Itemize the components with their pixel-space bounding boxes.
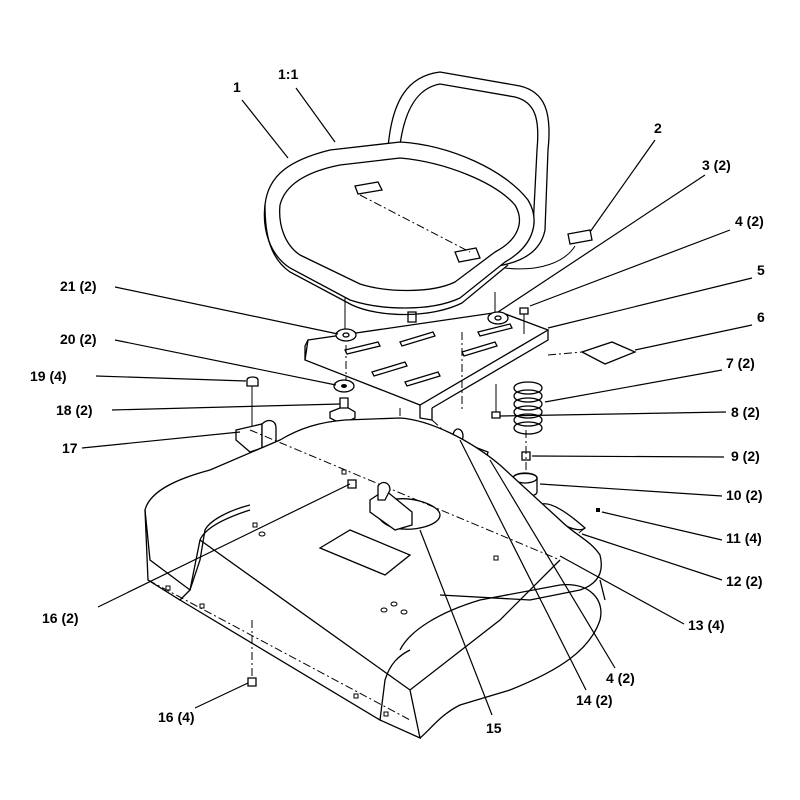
callout-5: 5 [757,262,765,278]
callout-16-upper: 16 (2) [42,610,79,626]
callout-15: 15 [486,720,502,736]
callout-14: 14 (2) [576,692,613,708]
callout-1-1: 1:1 [278,66,299,82]
callout-11: 11 (4) [726,530,762,546]
callout-19: 19 (4) [30,368,67,384]
callout-9: 9 (2) [731,448,760,464]
callout-4-lower: 4 (2) [606,670,635,686]
callout-12: 12 (2) [726,573,763,589]
callout-6: 6 [757,309,765,325]
spring-assembly [491,341,637,557]
callout-13: 13 (4) [688,617,725,633]
seat [263,71,593,330]
callout-8: 8 (2) [731,404,760,420]
callout-7: 7 (2) [726,355,755,371]
leader-lines [81,87,753,716]
callout-17: 17 [62,440,78,456]
callout-4-upper: 4 (2) [735,213,764,229]
seat-plate [304,307,550,500]
callout-1: 1 [233,79,241,95]
callout-16-lower: 16 (4) [158,709,195,725]
callout-10: 10 (2) [726,487,763,503]
callout-21: 21 (2) [60,278,97,294]
callout-2: 2 [654,120,662,136]
fender-deck [144,417,606,740]
callout-20: 20 (2) [60,331,97,347]
callout-3: 3 (2) [702,157,731,173]
callout-18: 18 (2) [56,402,93,418]
